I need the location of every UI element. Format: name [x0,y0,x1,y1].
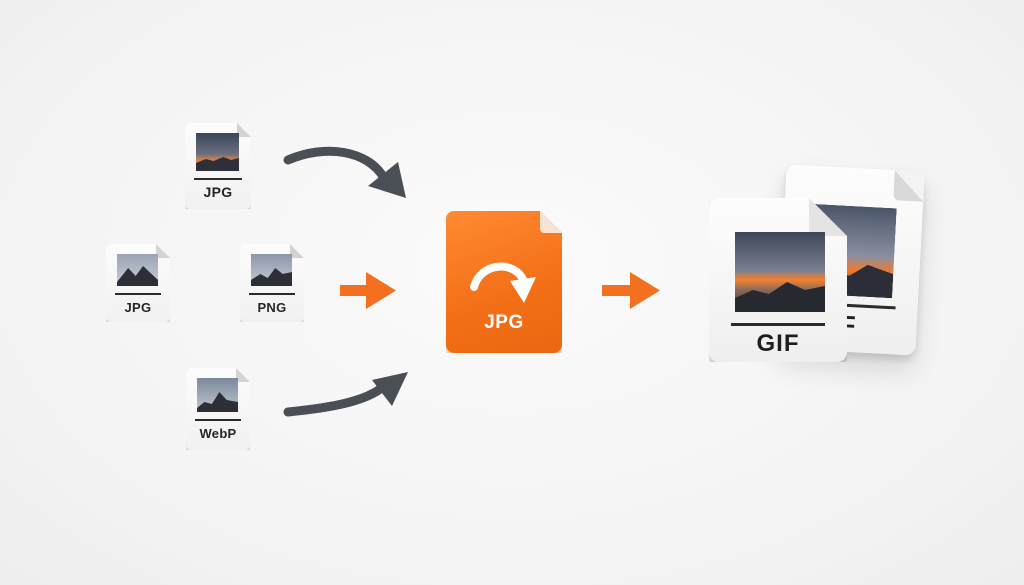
curved-arrow-up-right-icon [283,372,408,417]
landscape-image-icon [735,232,825,312]
landscape-image-icon [196,133,239,171]
page-fold [540,211,562,233]
mountain-image-icon [117,254,158,286]
label-underline [115,293,161,295]
file-type-label: WebP [199,426,237,441]
source-file-webp: WebP [186,368,250,450]
label-underline [194,178,242,180]
label-underline [195,419,241,421]
source-file-png: PNG [240,244,304,322]
output-file-label: GIF [756,330,800,357]
center-file-label: JPG [484,312,524,333]
source-file-jpg-top: JPG [185,123,251,209]
mountain-image-icon [197,378,238,412]
file-type-label: JPG [124,300,152,315]
page-fold [237,123,251,137]
page-fold [236,368,250,382]
page-fold [290,244,304,258]
arrow-right-orange-icon [602,272,660,309]
center-jpg-file: JPG [446,211,562,353]
output-file-gif: GIF [709,198,847,362]
page-fold [893,170,925,202]
curved-arrow-down-right-icon [283,146,406,198]
arrow-right-orange-icon [340,272,396,309]
label-underline [249,293,295,295]
page-fold [156,244,170,258]
source-file-jpg-left: JPG [106,244,170,322]
file-type-label: JPG [203,184,233,200]
mountain-image-icon [251,254,292,286]
file-type-label: PNG [257,300,287,315]
label-underline [731,323,825,326]
curved-arrow-icon [470,262,536,303]
